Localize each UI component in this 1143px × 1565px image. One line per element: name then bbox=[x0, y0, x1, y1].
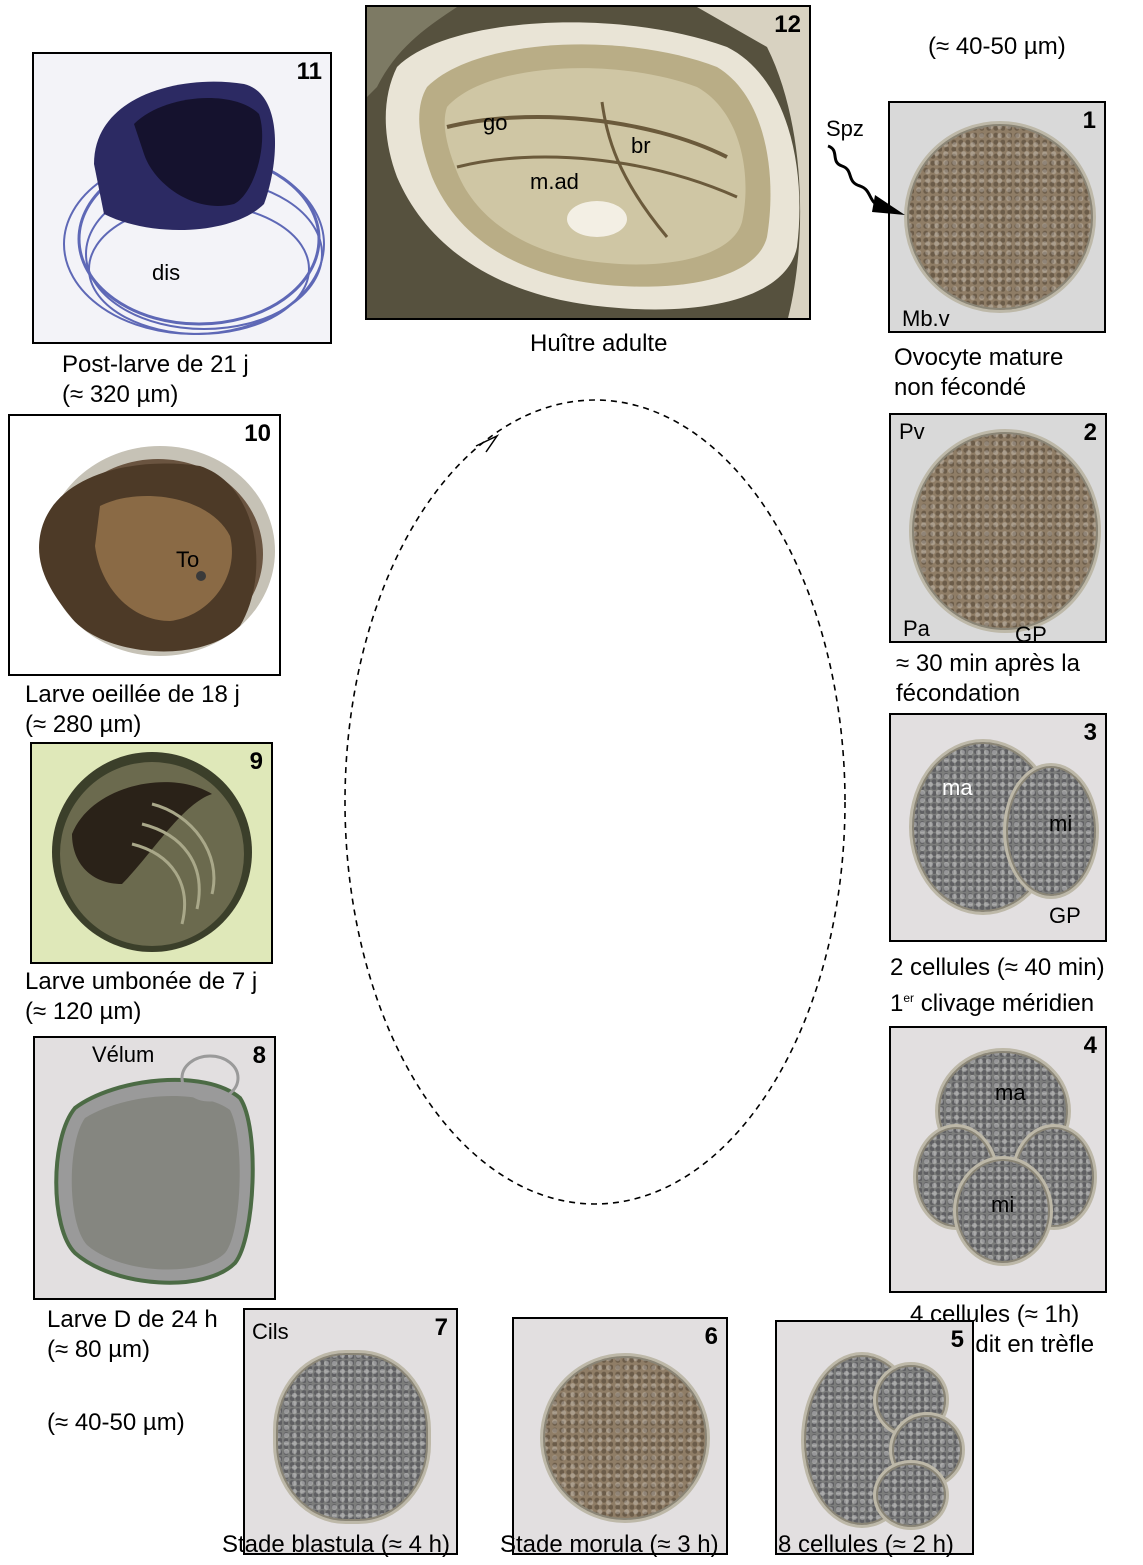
panel-number: 11 bbox=[297, 58, 322, 86]
panel-number: 4 bbox=[1084, 1032, 1097, 1060]
label-pa: Pa bbox=[903, 618, 930, 640]
panel-blastula: 7 Cils bbox=[243, 1308, 458, 1555]
caption-ordinal-sup: er bbox=[903, 991, 914, 1005]
caption-fertilized-1: ≈ 30 min après la bbox=[896, 649, 1080, 679]
caption-ordinal: 1 bbox=[890, 990, 903, 1017]
caption-eight-cells: 8 cellules (≈ 2 h) bbox=[778, 1530, 954, 1560]
label-mb-v: Mb.v bbox=[902, 308, 950, 330]
panel-number: 6 bbox=[705, 1323, 718, 1351]
panel-umbonate-larva: 9 bbox=[30, 742, 273, 964]
label-spz: Spz bbox=[826, 118, 864, 140]
oocyte-cell bbox=[904, 121, 1096, 313]
panel-four-cells: 4 ma mi bbox=[889, 1026, 1107, 1293]
label-m-ad: m.ad bbox=[530, 171, 579, 193]
panel-number: 12 bbox=[774, 11, 801, 39]
panel-two-cells: 3 ma mi GP bbox=[889, 713, 1107, 942]
caption-adult-oyster: Huître adulte bbox=[530, 329, 667, 359]
caption-two-cells-1: 2 cellules (≈ 40 min) bbox=[890, 953, 1105, 983]
panel-number: 2 bbox=[1084, 419, 1097, 447]
caption-eyed-larva-2: (≈ 280 µm) bbox=[25, 710, 141, 740]
umbonate-larva-illustration bbox=[32, 744, 273, 964]
panel-number: 9 bbox=[250, 748, 263, 776]
caption-oocyte-2: non fécondé bbox=[894, 373, 1026, 403]
oyster-illustration bbox=[367, 7, 811, 320]
panel-number: 10 bbox=[244, 420, 271, 448]
caption-two-cells-2: 1er clivage méridien bbox=[890, 983, 1094, 1019]
morula-cell bbox=[540, 1353, 710, 1523]
caption-umbonate-larva-2: (≈ 120 µm) bbox=[25, 997, 141, 1027]
panel-fertilized: 2 Pv Pa GP bbox=[889, 413, 1107, 643]
label-ma: ma bbox=[995, 1082, 1026, 1104]
label-pv: Pv bbox=[899, 421, 925, 443]
panel-eyed-larva: 10 To bbox=[8, 414, 281, 676]
panel-number: 1 bbox=[1083, 107, 1096, 135]
panel-number: 8 bbox=[253, 1042, 266, 1070]
label-cils: Cils bbox=[252, 1321, 289, 1343]
caption-d-larva-1: Larve D de 24 h bbox=[47, 1305, 218, 1335]
panel-morula: 6 bbox=[512, 1317, 728, 1555]
caption-d-larva-2: (≈ 80 µm) bbox=[47, 1335, 150, 1365]
label-to: To bbox=[176, 549, 199, 571]
label-gp: GP bbox=[1015, 624, 1047, 643]
sperm-arrow bbox=[820, 140, 920, 230]
label-gp: GP bbox=[1049, 905, 1081, 927]
panel-number: 7 bbox=[435, 1314, 448, 1342]
d-larva-illustration bbox=[35, 1038, 276, 1300]
cell-d bbox=[873, 1460, 949, 1530]
caption-morula: Stade morula (≈ 3 h) bbox=[500, 1530, 719, 1560]
blastula-cell bbox=[273, 1350, 431, 1524]
caption-eyed-larva-1: Larve oeillée de 18 j bbox=[25, 680, 240, 710]
panel-eight-cells: 5 bbox=[775, 1320, 974, 1555]
caption-text: clivage méridien bbox=[914, 990, 1094, 1017]
panel-number: 5 bbox=[951, 1326, 964, 1354]
caption-post-larva-1: Post-larve de 21 j bbox=[62, 350, 249, 380]
caption-blastula: Stade blastula (≈ 4 h) bbox=[222, 1530, 450, 1560]
label-go: go bbox=[483, 112, 507, 134]
label-ma: ma bbox=[942, 777, 973, 799]
label-mi: mi bbox=[1049, 813, 1072, 835]
label-dis: dis bbox=[152, 262, 180, 284]
caption-oocyte-1: Ovocyte mature bbox=[894, 343, 1063, 373]
panel-number: 3 bbox=[1084, 719, 1097, 747]
label-mi: mi bbox=[991, 1194, 1014, 1216]
post-larva-illustration bbox=[34, 54, 332, 344]
caption-fertilized-2: fécondation bbox=[896, 679, 1020, 709]
panel-adult-oyster: 12 go br m.ad bbox=[365, 5, 811, 320]
panel-oocyte: 1 Mb.v bbox=[888, 101, 1106, 333]
caption-post-larva-2: (≈ 320 µm) bbox=[62, 380, 178, 410]
top-size-label: (≈ 40-50 µm) bbox=[928, 35, 1066, 59]
fertilized-cell bbox=[909, 429, 1101, 633]
label-br: br bbox=[631, 135, 651, 157]
panel-post-larva: 11 dis bbox=[32, 52, 332, 344]
bottom-size-label: (≈ 40-50 µm) bbox=[47, 1411, 185, 1435]
panel-d-larva: 8 Vélum bbox=[33, 1036, 276, 1300]
caption-umbonate-larva-1: Larve umbonée de 7 j bbox=[25, 967, 257, 997]
label-velum: Vélum bbox=[92, 1044, 154, 1066]
eyed-larva-illustration bbox=[10, 416, 281, 676]
